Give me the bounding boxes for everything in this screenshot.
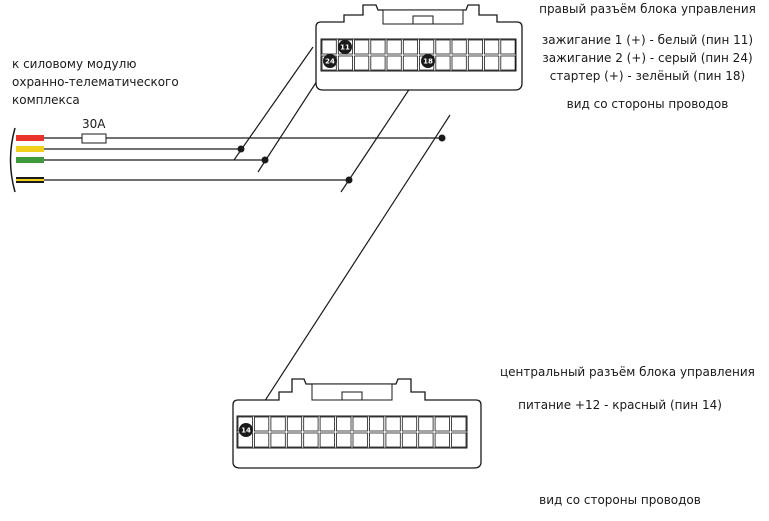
- pin-cell: [401, 416, 418, 432]
- pin-24-label: 24: [325, 58, 335, 66]
- central-connector-latch-inner: [341, 391, 363, 401]
- pin-14-marker: 14: [239, 423, 253, 437]
- central-connector-title: центральный разъём блока управления: [500, 365, 755, 379]
- wire-yellow-stub: [16, 146, 44, 152]
- pin-cell: [253, 416, 270, 432]
- pin-cell: [319, 416, 335, 432]
- pin-cell: [303, 432, 319, 448]
- left-label-line-2: охранно-телематического: [12, 75, 179, 89]
- pin-cell: [386, 55, 402, 71]
- pin-cell: [419, 39, 435, 55]
- pin-cell: [418, 432, 434, 448]
- pin-18-marker: 18: [421, 54, 435, 68]
- pin-cell: [451, 39, 467, 55]
- pin-11-marker: 11: [338, 40, 352, 54]
- wire-to-pin-14: [245, 114, 451, 431]
- wire-green-stub: [16, 157, 44, 163]
- pin-cell: [270, 432, 286, 448]
- pin-cell: [286, 432, 303, 448]
- pin-cell: [434, 416, 450, 432]
- right-connector: [315, 4, 523, 91]
- pin-cell: [500, 55, 516, 71]
- pin-cell: [303, 416, 319, 432]
- pin-cell: [368, 432, 385, 448]
- pin-cell: [370, 39, 386, 55]
- central-connector-desc-line-1: питание +12 - красный (пин 14): [518, 398, 722, 412]
- junction-dot-starter: [345, 176, 353, 184]
- pin-cell: [286, 416, 303, 432]
- left-label-line-3: комплекса: [12, 93, 80, 107]
- pin-cell: [451, 55, 467, 71]
- right-connector-view-label: вид со стороны проводов: [566, 97, 729, 111]
- pin-cell: [434, 432, 450, 448]
- pin-cell: [253, 432, 270, 448]
- pin-cell: [368, 416, 385, 432]
- junction-dot-ignition1: [237, 145, 245, 153]
- right-connector-title: правый разъём блока управления: [539, 2, 756, 16]
- pin-cell: [354, 39, 370, 55]
- pin-cell: [435, 55, 451, 71]
- pin-18-label: 18: [423, 58, 433, 66]
- pin-cell: [319, 432, 335, 448]
- right-connector-desc-line-2: зажигание 2 (+) - серый (пин 24): [542, 51, 753, 65]
- pin-cell: [336, 432, 352, 448]
- pin-cell: [385, 432, 401, 448]
- pin-cell: [435, 39, 451, 55]
- cable-bundle-bracket: [9, 127, 16, 193]
- pin-cell: [402, 55, 418, 71]
- pin-cell: [401, 432, 418, 448]
- pin-cell: [418, 416, 434, 432]
- pin-cell: [484, 55, 500, 71]
- pin-cell: [386, 39, 402, 55]
- pin-cell: [370, 55, 386, 71]
- right-connector-face: [320, 38, 517, 72]
- pin-cell: [337, 55, 353, 71]
- left-label-line-1: к силовому модулю: [12, 57, 137, 71]
- central-connector-pin-grid: [237, 416, 467, 448]
- wire-black-yellow-stripe: [16, 179, 44, 181]
- pin-cell: [336, 416, 352, 432]
- right-connector-latch-inner: [412, 15, 434, 25]
- right-connector-desc: зажигание 1 (+) - белый (пин 11) зажиган…: [530, 31, 765, 85]
- pin-cell: [354, 55, 370, 71]
- central-connector-view-label: вид со стороны проводов: [539, 493, 701, 507]
- pin-cell: [451, 416, 467, 432]
- pin-cell: [352, 432, 368, 448]
- junction-dot-ignition2: [261, 156, 269, 164]
- pin-cell: [451, 432, 467, 448]
- pin-cell: [402, 39, 418, 55]
- pin-cell: [484, 39, 500, 55]
- pin-11-label: 11: [340, 44, 350, 52]
- pin-24-marker: 24: [323, 54, 337, 68]
- junction-dot-power: [438, 134, 446, 142]
- right-connector-desc-line-3: стартер (+) - зелёный (пин 18): [549, 69, 746, 83]
- pin-cell: [321, 39, 337, 55]
- left-label: к силовому модулю охранно-телематическог…: [12, 55, 179, 109]
- pin-14-label: 14: [241, 427, 251, 435]
- pin-cell: [385, 416, 401, 432]
- central-connector: [232, 378, 482, 469]
- wire-red-stub: [16, 135, 44, 141]
- pin-cell: [467, 39, 483, 55]
- pin-cell: [467, 55, 483, 71]
- wire-to-pin-11: [233, 46, 314, 161]
- fuse-label: 30A: [82, 117, 106, 131]
- right-connector-desc-line-1: зажигание 1 (+) - белый (пин 11): [541, 33, 754, 47]
- pin-cell: [500, 39, 516, 55]
- pin-cell: [352, 416, 368, 432]
- fuse: [81, 133, 107, 144]
- pin-cell: [270, 416, 286, 432]
